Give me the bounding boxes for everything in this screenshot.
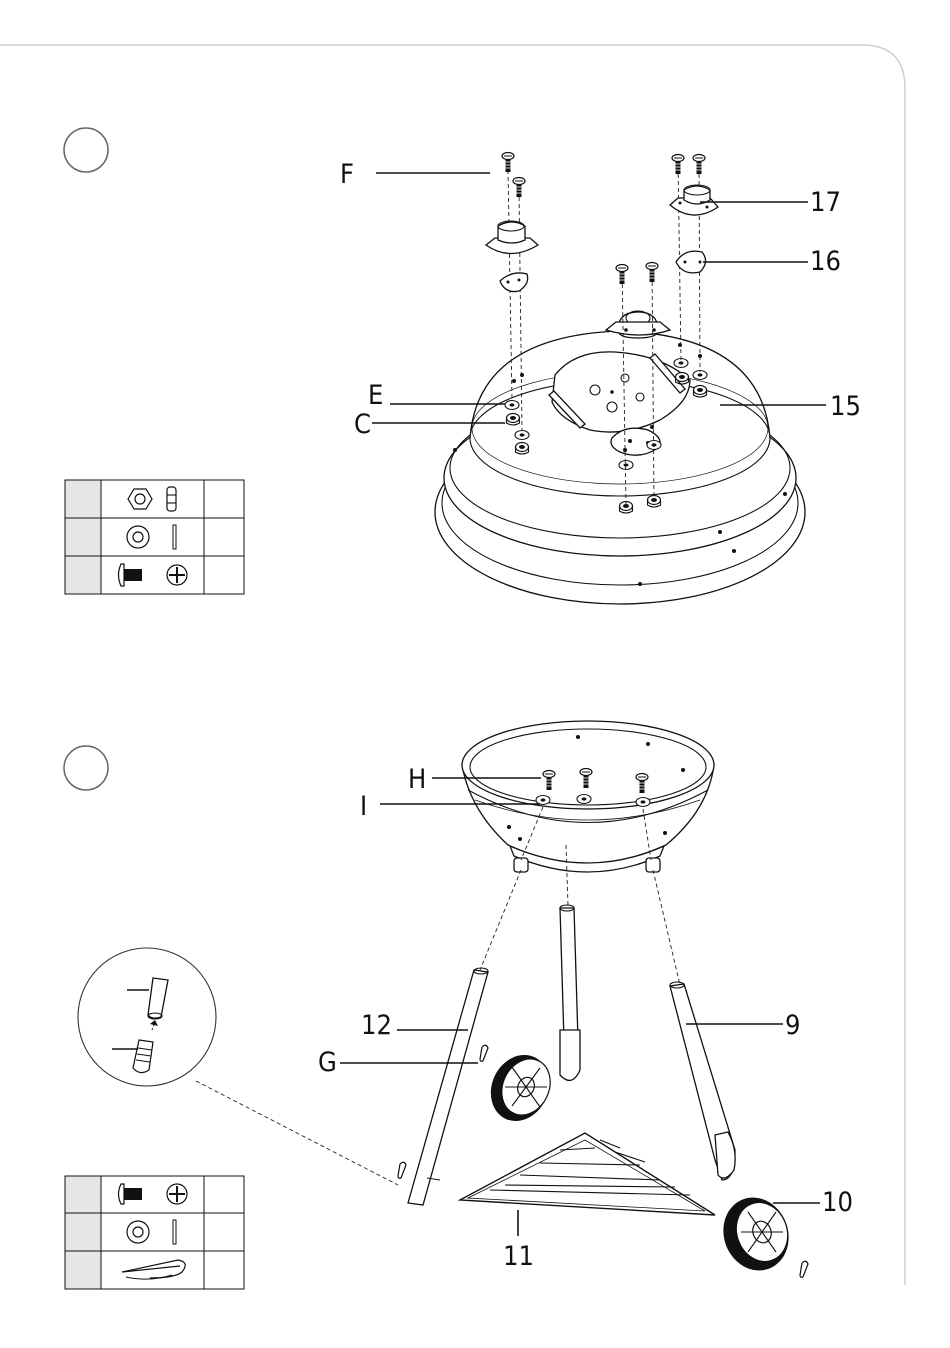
label-15: 15 — [830, 391, 861, 422]
label-I: I — [360, 791, 367, 822]
label-12: 12 — [361, 1010, 392, 1041]
step1-hardware-table — [65, 480, 244, 594]
step-1-marker — [64, 128, 108, 172]
step2-hardware-table — [65, 1176, 244, 1289]
legs-and-wheels — [196, 807, 808, 1280]
label-17: 17 — [810, 187, 841, 218]
label-G: G — [318, 1047, 337, 1078]
bolt-icon — [119, 564, 143, 586]
triangle-11 — [460, 1133, 715, 1215]
leg-cap-detail — [78, 948, 216, 1086]
wheel-left — [480, 1045, 559, 1130]
bolt-head-icon — [167, 1184, 187, 1204]
step-2-marker — [64, 746, 108, 790]
label-9: 9 — [785, 1010, 800, 1041]
hex-nut-icon — [128, 489, 152, 509]
leg-12 — [408, 970, 488, 1205]
bolt-head-icon — [167, 565, 187, 585]
washer-side-icon — [173, 525, 176, 549]
wheel-10 — [713, 1188, 798, 1279]
label-C: C — [354, 409, 371, 440]
nut-side-icon — [167, 487, 176, 511]
label-10: 10 — [822, 1187, 853, 1218]
leg-rear — [560, 908, 578, 1040]
label-11: 11 — [503, 1241, 534, 1272]
label-F: F — [340, 159, 354, 190]
washer-side-icon — [173, 1220, 176, 1244]
bolt-icon — [119, 1184, 143, 1204]
washer-icon — [127, 1221, 149, 1243]
label-E: E — [368, 380, 383, 411]
grill-bowl-upright — [462, 721, 714, 872]
grill-bowl-bottom — [435, 311, 805, 604]
washer-icon — [127, 526, 149, 548]
r-clip-pin-icon — [122, 1260, 185, 1279]
label-16: 16 — [810, 246, 841, 277]
label-H: H — [408, 764, 426, 795]
